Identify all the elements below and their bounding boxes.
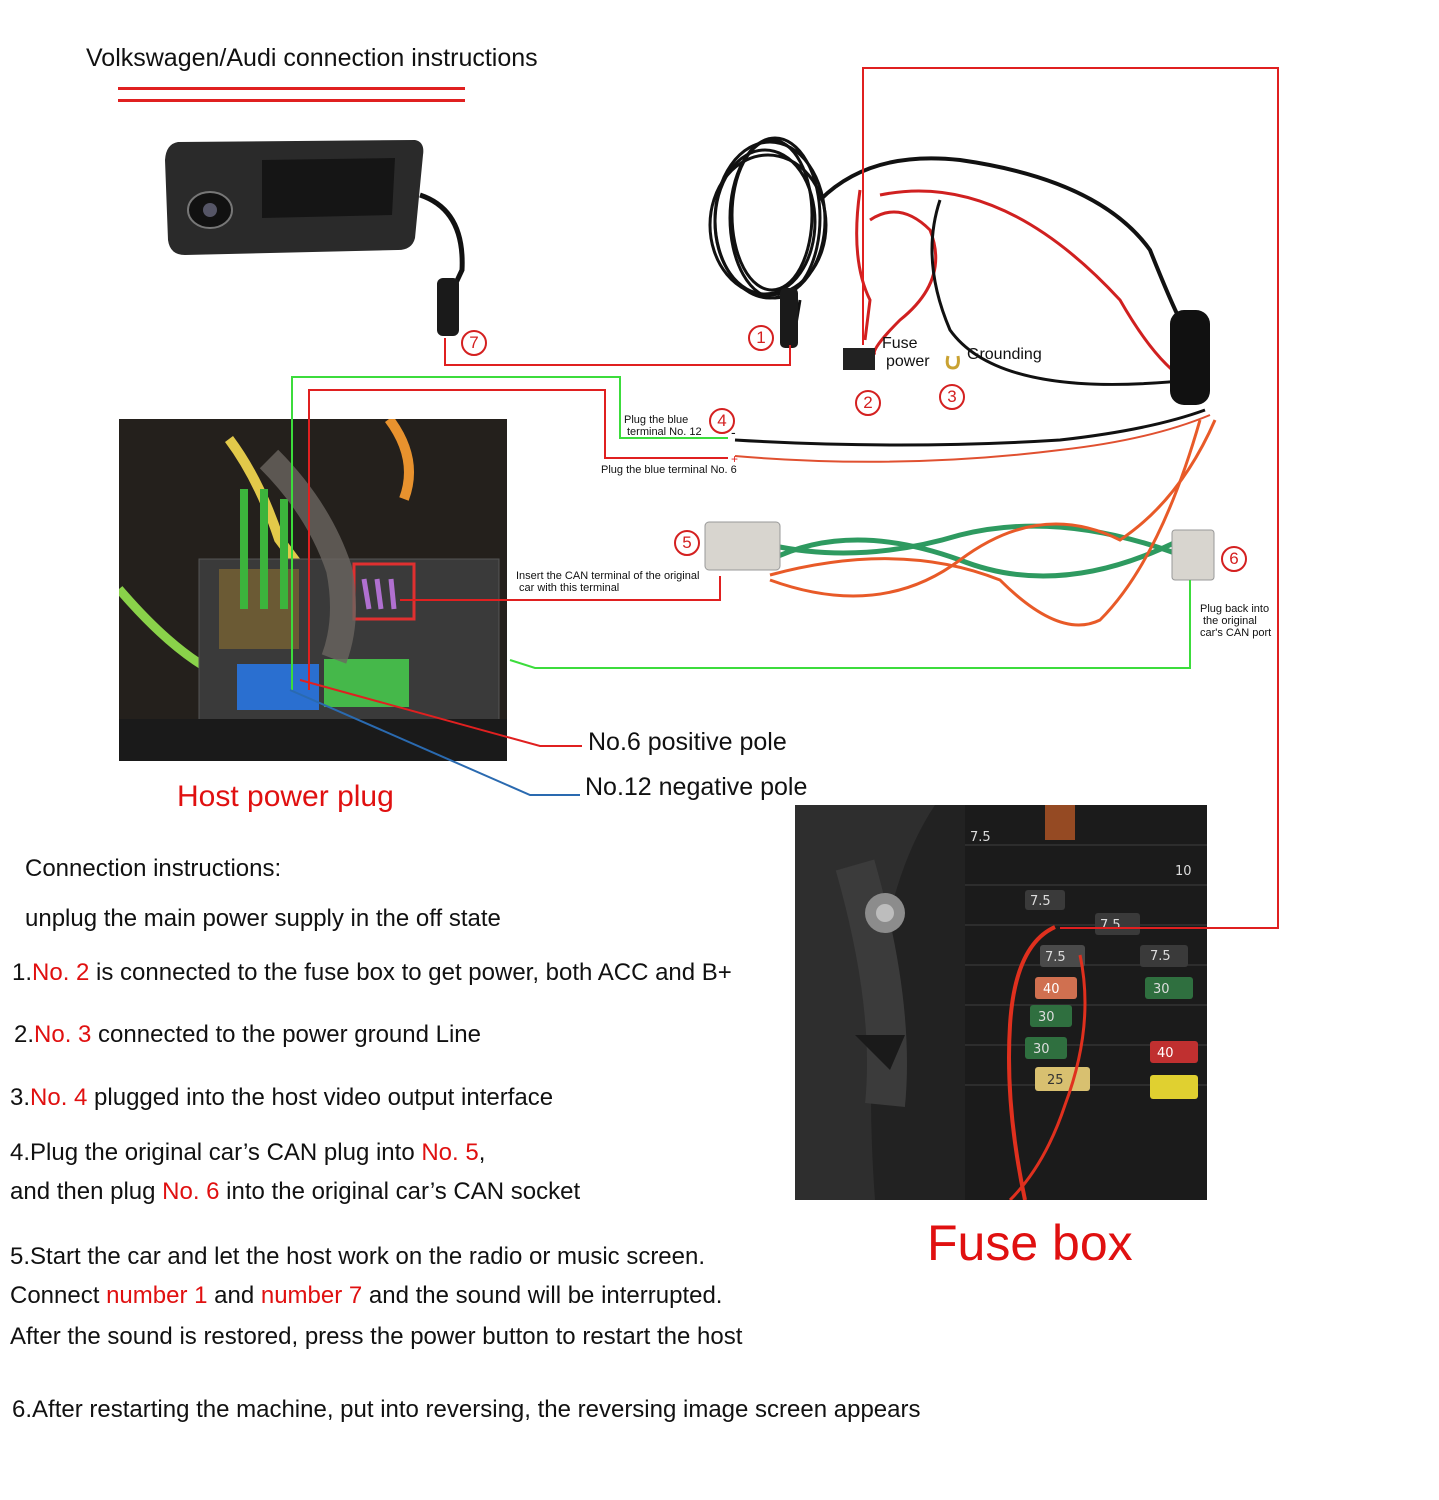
fuse-value-3: 7.5 bbox=[1045, 950, 1066, 965]
minus-sign: - bbox=[731, 424, 736, 440]
coiled-cable bbox=[708, 136, 828, 331]
fuse-box-label: Fuse box bbox=[927, 1215, 1133, 1271]
step-3-number: 3. bbox=[10, 1084, 31, 1111]
step-4-text-c: and then plug bbox=[10, 1178, 163, 1205]
fuse-value-7: 30 bbox=[1153, 982, 1170, 997]
fuse-value-8: 30 bbox=[1033, 1042, 1050, 1057]
title-underline-2 bbox=[118, 99, 465, 102]
instructions-heading: Connection instructions: bbox=[25, 855, 282, 882]
step-2-highlight: No. 3 bbox=[34, 1021, 92, 1048]
no6-positive-label: No.6 positive pole bbox=[588, 728, 787, 756]
fuse-value-6: 30 bbox=[1038, 1010, 1055, 1025]
marker-7: 7 bbox=[461, 330, 487, 356]
connector-6 bbox=[1171, 529, 1215, 581]
grounding-label: Grounding bbox=[967, 346, 1042, 363]
fuse-box-photo: 7.5 7.5 7.5 7.5 40 30 30 30 25 40 7.5 10 bbox=[795, 805, 1207, 1200]
marker-5: 5 bbox=[674, 530, 700, 556]
step-4-text-b: , bbox=[478, 1139, 486, 1166]
step-2-text: connected to the power ground Line bbox=[91, 1021, 482, 1048]
camera-unit bbox=[165, 140, 465, 336]
instruction-step-5-line3: After the sound is restored, press the p… bbox=[10, 1323, 743, 1350]
marker-3: 3 bbox=[939, 384, 965, 410]
title-underline-1 bbox=[118, 87, 465, 90]
step-5-highlight-b: number 7 bbox=[260, 1282, 363, 1309]
connector-5 bbox=[704, 521, 781, 571]
step-4-highlight-a: No. 5 bbox=[421, 1139, 479, 1166]
page-title: Volkswagen/Audi connection instructions bbox=[86, 44, 538, 72]
fuse-value-9: 25 bbox=[1047, 1073, 1064, 1088]
fuse-power-label-2: power bbox=[886, 353, 930, 370]
plug-blue-12-line1: Plug the blue bbox=[624, 414, 689, 426]
step-3-text: plugged into the host video output inter… bbox=[87, 1084, 554, 1111]
connector-1 bbox=[780, 288, 798, 348]
step-1-highlight: No. 2 bbox=[32, 959, 90, 986]
instructions-pre: unplug the main power supply in the off … bbox=[25, 905, 501, 932]
plug-back-line2: the original bbox=[1203, 615, 1257, 627]
step-1-number: 1. bbox=[12, 959, 33, 986]
step-4-text-a: 4.Plug the original car’s CAN plug into bbox=[10, 1139, 422, 1166]
step-1-text: is connected to the fuse box to get powe… bbox=[89, 959, 732, 986]
host-power-plug-photo bbox=[119, 419, 507, 761]
instruction-step-5-line1: 5.Start the car and let the host work on… bbox=[10, 1243, 706, 1270]
instruction-step-4-line1: 4.Plug the original car’s CAN plug into … bbox=[10, 1139, 485, 1167]
fuse-value-11: 7.5 bbox=[970, 830, 991, 845]
plug-back-line3: car's CAN port bbox=[1200, 627, 1272, 639]
harness-box bbox=[1170, 310, 1210, 405]
fuse-value-10: 40 bbox=[1157, 1046, 1174, 1061]
insert-can-line2: car with this terminal bbox=[519, 582, 620, 594]
instruction-step-1: 1.No. 2 is connected to the fuse box to … bbox=[12, 959, 732, 987]
step-4-text-d: into the original car’s CAN socket bbox=[219, 1178, 581, 1205]
fuse-value-1: 7.5 bbox=[1030, 894, 1051, 909]
step-5-highlight-a: number 1 bbox=[106, 1282, 208, 1309]
plug-blue-12-line2: terminal No. 12 bbox=[627, 426, 702, 438]
host-power-plug-label: Host power plug bbox=[177, 780, 394, 813]
instruction-step-6: 6.After restarting the machine, put into… bbox=[12, 1396, 921, 1423]
fuse-tap bbox=[843, 348, 875, 370]
fuse-value-5: 40 bbox=[1043, 982, 1060, 997]
instruction-step-5-line2: Connect number 1 and number 7 and the so… bbox=[10, 1282, 722, 1310]
plug-back-line1: Plug back into bbox=[1200, 603, 1270, 615]
step-4-highlight-b: No. 6 bbox=[162, 1178, 220, 1205]
step-5-text-a: Connect bbox=[10, 1282, 107, 1309]
no12-negative-label: No.12 negative pole bbox=[585, 773, 808, 801]
fuse-value-12: 10 bbox=[1175, 864, 1192, 879]
insert-can-line1: Insert the CAN terminal of the original bbox=[516, 570, 700, 582]
instruction-step-2: 2.No. 3 connected to the power ground Li… bbox=[14, 1021, 481, 1049]
step-5-text-b: and bbox=[207, 1282, 261, 1309]
step-5-text-c: and the sound will be interrupted. bbox=[362, 1282, 723, 1309]
marker-4: 4 bbox=[709, 408, 735, 434]
fuse-power-label-1: Fuse bbox=[882, 335, 918, 352]
instruction-step-4-line2: and then plug No. 6 into the original ca… bbox=[10, 1178, 580, 1206]
fuse-value-4: 7.5 bbox=[1150, 949, 1171, 964]
marker-6: 6 bbox=[1221, 546, 1247, 572]
fuse-value-2: 7.5 bbox=[1100, 918, 1121, 933]
step-3-highlight: No. 4 bbox=[30, 1084, 88, 1111]
marker-1: 1 bbox=[748, 325, 774, 351]
plus-sign: + bbox=[731, 452, 739, 466]
ground-ring bbox=[945, 355, 960, 370]
plug-blue-6-label: Plug the blue terminal No. 6 bbox=[601, 464, 737, 476]
step-2-number: 2. bbox=[14, 1021, 35, 1048]
marker-2: 2 bbox=[855, 390, 881, 416]
instruction-step-3: 3.No. 4 plugged into the host video outp… bbox=[10, 1084, 553, 1112]
